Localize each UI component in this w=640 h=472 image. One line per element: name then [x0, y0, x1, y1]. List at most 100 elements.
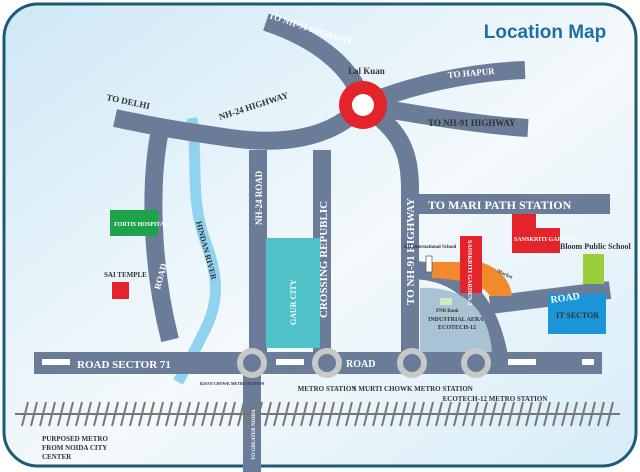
track-tie: [561, 401, 569, 427]
track-tie: [273, 401, 281, 427]
track-tie: [84, 401, 92, 427]
it-sector: [548, 294, 606, 334]
label-to-nh91-right: TO NH-91 HIGHWAY: [428, 118, 516, 128]
track-tie: [39, 401, 47, 427]
track-tie: [606, 401, 614, 427]
metro-station: [312, 348, 342, 378]
track-tie: [426, 401, 434, 427]
label-market: Market: [496, 269, 513, 280]
label-murti-chowk: 1 MURTI CHOWK METRO STATION: [353, 385, 473, 393]
track-tie: [255, 401, 263, 427]
track-tie: [237, 401, 245, 427]
track-tie: [372, 401, 380, 427]
track-tie: [552, 401, 560, 427]
sai-temple: [112, 282, 129, 299]
murti-chowk-station: [397, 348, 427, 378]
track-tie: [471, 401, 479, 427]
track-tie: [525, 401, 533, 427]
track-tie: [543, 401, 551, 427]
label-nh24-road: NH-24 ROAD: [254, 170, 264, 225]
track-tie: [507, 401, 515, 427]
track-tie: [399, 401, 407, 427]
track-tie: [102, 401, 110, 427]
track-tie: [21, 401, 29, 427]
kisan-chowk-station: [237, 348, 267, 378]
track-tie: [138, 401, 146, 427]
track-tie: [66, 401, 74, 427]
track-tie: [264, 401, 272, 427]
track-tie: [48, 401, 56, 427]
track-tie: [570, 401, 578, 427]
track-tie: [489, 401, 497, 427]
proposed-metro-track: [15, 401, 620, 427]
track-tie: [318, 401, 326, 427]
track-tie: [309, 401, 317, 427]
track-tie: [336, 401, 344, 427]
label-sanskriti-1: SANSKRITI GARDEN-1: [514, 237, 580, 243]
label-ecotech-metro: ECOTECH-12 METRO STATION: [443, 395, 548, 403]
pnb-bank-marker: [440, 298, 452, 305]
label-rd-school: RD International School: [404, 245, 457, 250]
track-tie: [192, 401, 200, 427]
label-sai-temple: SAI TEMPLE: [104, 271, 147, 279]
industrial-area: [420, 287, 492, 352]
track-tie: [228, 401, 236, 427]
label-ecotech12: ECOTECH-12: [438, 325, 476, 331]
label-proposed-metro-3: CENTER: [42, 453, 72, 461]
track-tie: [165, 401, 173, 427]
track-tie: [498, 401, 506, 427]
track-tie: [291, 401, 299, 427]
ecotech-station: [461, 348, 491, 378]
track-tie: [219, 401, 227, 427]
label-proposed-metro-1: PURPOSED METRO: [42, 435, 108, 443]
track-tie: [147, 401, 155, 427]
track-tie: [120, 401, 128, 427]
sanskriti-garden-2: [460, 236, 482, 293]
label-fortis: FORTIS HOSPITAL: [114, 222, 168, 228]
track-tie: [30, 401, 38, 427]
track-tie: [345, 401, 353, 427]
label-to-greater-noida: TO GREATER NOIDA: [252, 409, 257, 460]
track-tie: [480, 401, 488, 427]
bloom-school: [583, 254, 604, 284]
label-sanskriti-2: SANSKRITI GARDEN-2: [466, 240, 472, 306]
metro-stations: [237, 348, 491, 378]
track-tie: [75, 401, 83, 427]
track-tie: [156, 401, 164, 427]
track-tie: [300, 401, 308, 427]
label-mari-path: TO MARI PATH STATION: [428, 198, 572, 212]
track-tie: [282, 401, 290, 427]
track-tie: [129, 401, 137, 427]
track-tie: [516, 401, 524, 427]
track-tie: [390, 401, 398, 427]
track-tie: [417, 401, 425, 427]
track-tie: [408, 401, 416, 427]
label-road-right: ROAD: [550, 291, 581, 306]
track-tie: [201, 401, 209, 427]
label-road-bottom: ROAD: [346, 359, 375, 370]
gaur-city: [266, 238, 320, 348]
track-tie: [57, 401, 65, 427]
roundabout-center: [352, 94, 374, 116]
nh24-highway: [113, 98, 370, 150]
label-pnb-bank: PNB Bank: [436, 309, 459, 314]
track-tie: [183, 401, 191, 427]
track-tie: [453, 401, 461, 427]
track-tie: [381, 401, 389, 427]
map-title: Location Map: [484, 22, 606, 43]
track-ties: [21, 401, 614, 427]
mari-path-road: [410, 194, 610, 214]
label-gaur-city: GAUR CITY: [289, 279, 298, 325]
label-to-hapur: TO HAPUR: [447, 66, 495, 80]
track-tie: [354, 401, 362, 427]
label-bloom-school: Bloom Public School: [560, 242, 631, 251]
label-industrial-area: INDUSTRIAL AERA: [428, 317, 484, 323]
track-tie: [327, 401, 335, 427]
label-nh91-vertical: TO NH-91 HIGHWAY: [405, 198, 417, 305]
label-crossing-republic: CROSSING REPUBLIC: [318, 201, 330, 318]
track-tie: [174, 401, 182, 427]
label-kisan-chowk: KISAN CHOWK METRO STATION: [200, 381, 265, 386]
label-road-sector-71: ROAD SECTOR 71: [77, 359, 171, 371]
label-it-sector: IT SECTOR: [556, 311, 599, 320]
